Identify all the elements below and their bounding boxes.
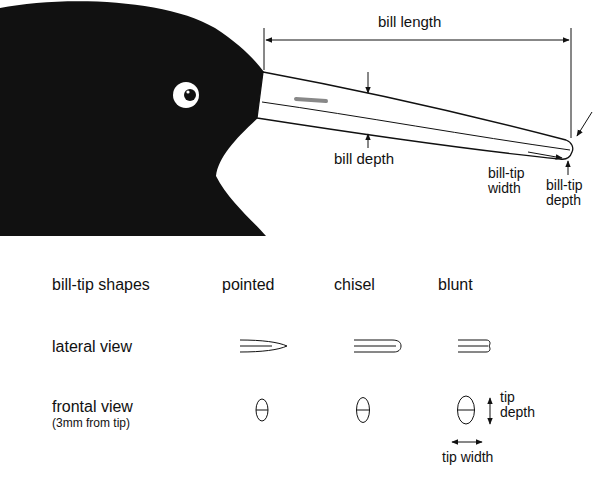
lateral-chisel [354,340,401,352]
dimension-label: tip depth [500,390,544,421]
tip-depth-arrow [490,398,491,424]
bill [257,72,573,159]
bill-tip-depth-leader [577,112,592,136]
dimension-label: bill-tip width [488,166,542,197]
bill-commissure [262,102,570,150]
bill-length-tick [571,28,572,138]
bill-tip-width-leader [528,152,562,158]
row-heading: frontal view [52,398,133,416]
bill-depth-arrow [368,72,369,93]
column-heading: chisel [334,276,375,294]
dimension-label: bill length [378,14,441,31]
dimension-label: tip width [442,450,493,465]
row-note: (3mm from tip) [52,417,130,430]
frontal-blunt [458,396,475,424]
frontal-chisel [357,398,370,423]
bill-depth-arrow [368,134,369,148]
dimension-label: bill-tip depth [546,178,596,209]
dimension-label: bill depth [334,151,394,168]
lateral-pointed [240,340,287,352]
pupil [184,89,196,101]
eye [173,82,199,108]
bill-length-arrow [266,40,569,41]
column-heading: pointed [222,276,275,294]
row-heading: lateral view [52,338,132,356]
bird-head [0,1,266,236]
row-heading: bill-tip shapes [52,276,150,294]
frontal-pointed [256,399,268,421]
tip-width-arrow [452,442,482,443]
eye-glint [186,90,189,93]
nostril [296,99,326,101]
lateral-blunt [458,340,490,352]
bill-length-tick [264,28,265,70]
bill-tip-depth-leader [568,161,569,175]
column-heading: blunt [438,276,473,294]
